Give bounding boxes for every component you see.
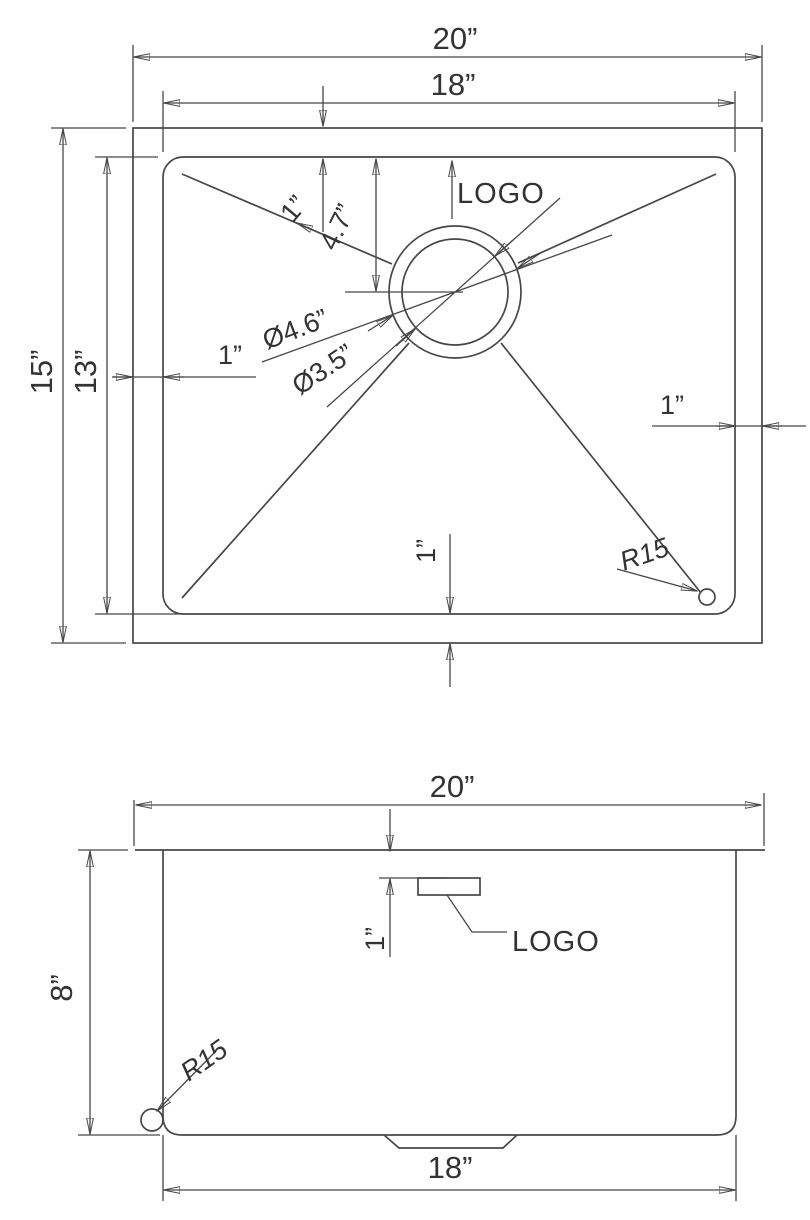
dim-label-20in-top: 20” [433,21,478,56]
dim-rim-right: 1” [652,390,806,426]
dim-overall-width-top: 20” [132,21,763,122]
dim-label-13in: 13” [68,350,103,395]
dim-drain-flange-diameter: Ø4.6” [258,234,613,363]
corner-radius-arc-front [140,1108,164,1132]
sink-outline-front [135,849,765,1149]
logo-callout-front: LOGO [446,894,600,958]
dim-label-1in-front: 1” [360,927,390,951]
dim-bowl-depth: 13” [68,156,182,615]
dim-label-dia-4p6in: Ø4.6” [258,303,332,355]
bowl-rect [162,156,736,615]
logo-label-top: LOGO [457,178,545,210]
logo-plate [417,877,481,896]
top-view: 20” 18” 15” 13” 1” [24,21,806,687]
dim-corner-radius-front: R15 [157,1033,234,1111]
logo-leader-front [446,894,507,933]
logo-callout-top: LOGO [452,161,545,219]
dim-label-15in: 15” [24,350,59,395]
bowl-diagonal-bottomright [500,342,702,594]
dim-depth-front: 8” [44,849,160,1136]
sink-outline-top [132,127,763,644]
dim-label-dia-3p5in: Ø3.5” [287,338,360,401]
logo-label-front: LOGO [512,926,600,958]
dim-label-18in-front: 18” [428,1150,473,1185]
drain-bump [383,1134,518,1149]
dim-rim-bottom: 1” [411,534,450,687]
dim-label-r15-top: R15 [616,532,674,577]
dim-label-8in: 8” [44,974,79,1002]
outer-rim-rect [132,127,763,644]
dim-label-1in-top: 1” [274,190,312,228]
dim-bowl-width-front: 18” [162,1135,737,1201]
bowl-diagonal-topleft [181,173,393,265]
dim-label-1in-right: 1” [660,390,684,420]
dim-label-1in-left: 1” [218,340,242,370]
dim-label-r15-front: R15 [175,1033,234,1087]
dim-overall-width-front: 20” [133,769,765,846]
corner-radius-arc [698,588,716,606]
dim-bowl-width-top: 18” [162,67,736,152]
dim-logo-from-rim: 1” [360,809,446,957]
dim-label-4p7in: 4.7” [314,200,361,255]
dim-rim-left: 1” [112,340,256,377]
dim-rim-top: 1” [274,86,323,232]
dim-corner-radius-top: R15 [616,532,697,591]
dim-label-18in-top: 18” [431,67,476,102]
dim-overall-depth: 15” [24,127,126,644]
bowl-diagonal-topright [517,173,717,264]
dim-label-1in-bottom: 1” [411,539,441,563]
dim-label-20in-front: 20” [430,769,475,804]
bowl-diagonal-bottomleft [181,342,410,599]
front-view: 20” 18” 8” 1” R15 LOGO [44,769,765,1201]
bowl-body [162,850,737,1136]
